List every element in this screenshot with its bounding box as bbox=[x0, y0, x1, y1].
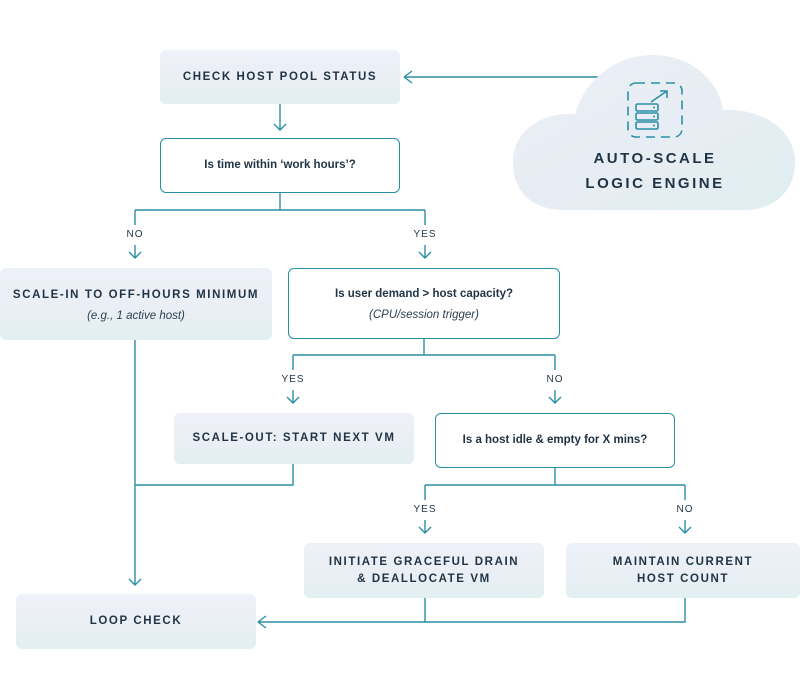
branch-idle bbox=[424, 468, 686, 500]
loop-check-node: LOOP CHECK bbox=[16, 594, 256, 649]
arrow-to-loop bbox=[258, 598, 686, 623]
branch-label-no: NO bbox=[546, 374, 564, 385]
drain-label-line2: & DEALLOCATE VM bbox=[357, 572, 491, 585]
idle-label: Is a host idle & empty for X mins? bbox=[462, 434, 648, 446]
work-hours-label: Is time within ‘work hours’? bbox=[204, 159, 356, 171]
drain-label-line1: INITIATE GRACEFUL DRAIN bbox=[328, 555, 520, 568]
demand-label: Is user demand > host capacity? bbox=[335, 288, 513, 300]
scale-in-node: SCALE-IN TO OFF-HOURS MINIMUM (e.g., 1 a… bbox=[0, 268, 272, 340]
maintain-label-line1: MAINTAIN CURRENT bbox=[612, 555, 754, 568]
scale-out-node: SCALE-OUT: START NEXT VM bbox=[174, 413, 414, 464]
engine-title-line2: LOGIC ENGINE bbox=[585, 175, 725, 192]
branch-workhours bbox=[134, 193, 426, 225]
maintain-node: MAINTAIN CURRENT HOST COUNT bbox=[566, 543, 800, 598]
engine-title: AUTO-SCALE LOGIC ENGINE bbox=[560, 146, 750, 196]
merge-scaleout bbox=[135, 464, 294, 486]
scale-out-label: SCALE-OUT: START NEXT VM bbox=[192, 432, 396, 444]
branch-label-no: NO bbox=[126, 229, 144, 240]
server-scale-icon bbox=[627, 82, 683, 138]
idle-decision: Is a host idle & empty for X mins? bbox=[435, 413, 675, 468]
check-host-pool-node: CHECK HOST POOL STATUS bbox=[160, 50, 400, 104]
branch-label-no: NO bbox=[676, 504, 694, 515]
demand-note: (CPU/session trigger) bbox=[369, 309, 479, 321]
maintain-label-line2: HOST COUNT bbox=[636, 572, 730, 585]
loop-check-label: LOOP CHECK bbox=[89, 615, 183, 627]
engine-cloud bbox=[513, 55, 795, 210]
branch-label-yes: YES bbox=[281, 374, 305, 385]
engine-title-line1: AUTO-SCALE bbox=[593, 150, 717, 167]
work-hours-decision: Is time within ‘work hours’? bbox=[160, 138, 400, 193]
demand-decision: Is user demand > host capacity? (CPU/ses… bbox=[288, 268, 560, 339]
check-host-pool-label: CHECK HOST POOL STATUS bbox=[182, 70, 378, 83]
drain-node: INITIATE GRACEFUL DRAIN & DEALLOCATE VM bbox=[304, 543, 544, 598]
scale-in-note: (e.g., 1 active host) bbox=[87, 309, 185, 322]
branch-label-yes: YES bbox=[413, 504, 437, 515]
scale-in-label: SCALE-IN TO OFF-HOURS MINIMUM bbox=[12, 288, 260, 301]
branch-demand bbox=[292, 339, 556, 370]
branch-label-yes: YES bbox=[413, 229, 437, 240]
